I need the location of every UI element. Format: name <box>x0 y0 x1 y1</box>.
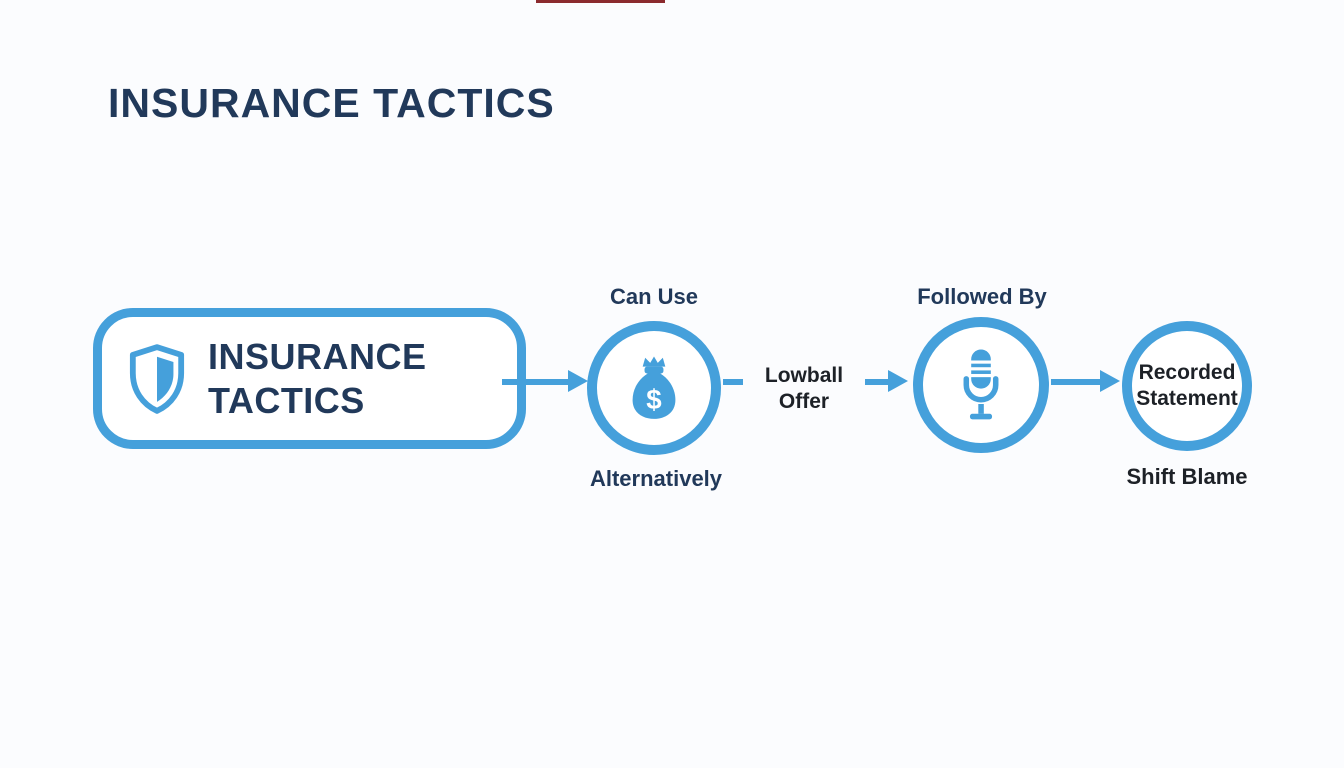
edge-label-lowball-offer: Lowball Offer <box>743 363 865 415</box>
edge-mic-to-statement-arrowhead <box>1100 370 1120 392</box>
recorded-statement-label: Recorded Statement <box>1136 360 1238 412</box>
node-microphone <box>913 317 1049 453</box>
shield-icon <box>129 343 185 414</box>
edge-label-line1: Lowball <box>764 364 844 387</box>
label-followed-by: Followed By <box>917 284 1047 309</box>
edge-money-to-mic-arrowhead <box>888 370 908 392</box>
edge-main-to-money-arrowhead <box>568 370 588 392</box>
edge-label-line2: Offer <box>778 390 830 413</box>
dollar-sign-glyph: $ <box>646 384 661 415</box>
recorded-statement-line1: Recorded <box>1138 361 1236 384</box>
recorded-statement-line2: Statement <box>1136 387 1238 410</box>
page-title: INSURANCE TACTICS <box>108 80 555 126</box>
top-edge-red-line <box>536 0 665 3</box>
microphone-icon <box>963 349 999 420</box>
main-node-label-line1: INSURANCE <box>208 335 427 377</box>
label-alternatively: Alternatively <box>589 466 723 491</box>
main-node-insurance-tactics: INSURANCE TACTICS <box>93 308 526 449</box>
main-node-label-line2: TACTICS <box>208 379 365 421</box>
label-can-use: Can Use <box>609 284 699 309</box>
label-shift-blame: Shift Blame <box>1126 464 1248 489</box>
edge-main-to-money-line <box>502 379 570 385</box>
node-money-bag: $ <box>587 321 721 455</box>
edge-mic-to-statement-line <box>1051 379 1101 385</box>
node-recorded-statement: Recorded Statement <box>1122 321 1252 451</box>
main-node-label: INSURANCE TACTICS <box>208 335 427 423</box>
money-bag-icon: $ <box>632 356 676 419</box>
